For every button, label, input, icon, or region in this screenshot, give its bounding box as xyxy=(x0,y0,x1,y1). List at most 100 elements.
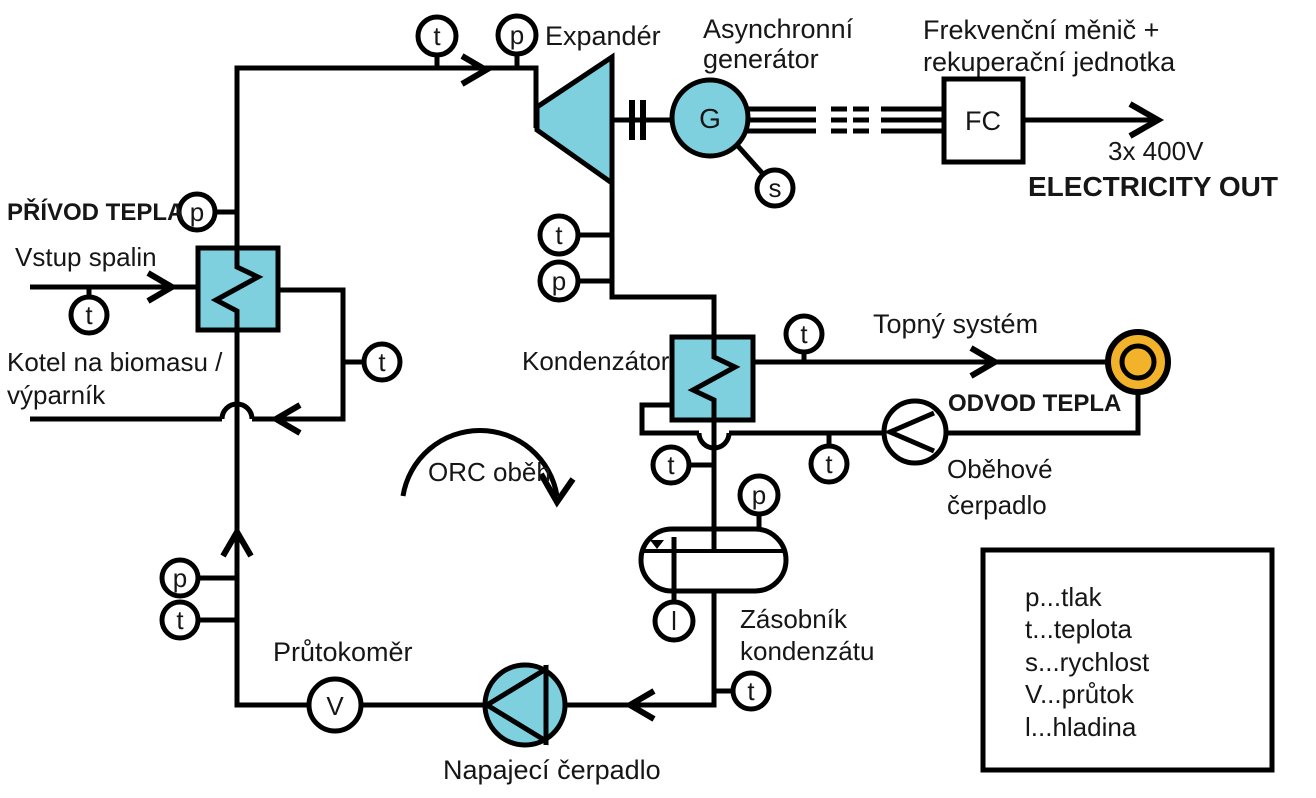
freq-converter-label-line2: rekuperační jednotka xyxy=(923,47,1176,77)
legend: p...tlak t...teplota s...rychlost V...pr… xyxy=(1025,582,1150,742)
generator: G xyxy=(669,77,751,159)
circulation-pump-label-line2: čerpadlo xyxy=(947,490,1047,520)
electricity-out-label: ELECTRICITY OUT xyxy=(1028,171,1278,202)
instrument-temperature-riser: t xyxy=(159,599,201,641)
instrument-flow-meter: V xyxy=(306,676,364,734)
instrument-pressure-heat-in: p xyxy=(176,191,218,233)
voltage-label: 3x 400V xyxy=(1108,136,1204,166)
instrument-temperature-expander-out: t xyxy=(537,213,581,257)
generator-label-line2: generátor xyxy=(703,44,819,74)
level-mark-icon xyxy=(650,540,664,549)
orc-cycle-arrow-icon xyxy=(400,427,576,508)
evaporator-coil-zigzag xyxy=(210,248,264,330)
generator-symbol: G xyxy=(699,103,721,134)
flue-gas-in-label: Vstup spalin xyxy=(15,242,157,272)
instrument-temperature-condensate: t xyxy=(650,444,692,486)
boiler-label-line1: Kotel na biomasu / xyxy=(7,347,223,377)
instrument-letter: p xyxy=(552,266,566,296)
three-phase-dashes xyxy=(831,106,869,134)
instrument-letter: t xyxy=(433,21,441,51)
pipe-evaporator-to-expander xyxy=(234,65,539,248)
generator-label-line1: Asynchronní xyxy=(703,14,854,44)
instrument-letter: V xyxy=(326,691,344,721)
frequency-converter-box: FC xyxy=(941,76,1026,165)
instrument-letter: t xyxy=(825,449,833,479)
pipe-heating-return-into-condenser xyxy=(639,402,699,436)
arrow-right-heating-icon xyxy=(969,345,1001,379)
instruments: t p p t t t p s xyxy=(68,13,850,734)
orc-cycle-label: ORC oběh xyxy=(428,457,551,487)
instrument-letter: p xyxy=(173,563,187,593)
feed-pump-label: Napajecí čerpadlo xyxy=(443,755,661,785)
instrument-pressure-expander-out: p xyxy=(537,259,581,303)
pipe-expander-to-condenser xyxy=(609,183,717,337)
heat-in-label: PŘÍVOD TEPLA xyxy=(7,198,184,226)
circulation-pump-label-line1: Oběhové xyxy=(947,454,1053,484)
arrow-right-power-out-icon xyxy=(1128,101,1165,139)
condenser-label: Kondenzátor xyxy=(522,346,670,376)
condensate-tank xyxy=(638,526,789,602)
instrument-pressure-vapor: p xyxy=(495,13,539,57)
instrument-pressure-tank: p xyxy=(737,473,781,517)
boiler-label-line2: výparník xyxy=(7,380,106,410)
instrument-letter: s xyxy=(769,173,782,203)
legend-item-pressure: p...tlak xyxy=(1025,582,1103,612)
three-phase-solid-left xyxy=(746,106,816,134)
legend-item-flow: V...průtok xyxy=(1025,679,1135,709)
instrument-temperature-flue-out: t xyxy=(361,341,403,383)
arrow-right-vapor-icon xyxy=(460,53,492,87)
legend-item-level: l...hladina xyxy=(1025,712,1137,742)
instrument-letter: t xyxy=(176,605,184,635)
tank-label-line1: Zásobník xyxy=(740,604,848,634)
speed-sensor-connector xyxy=(735,143,765,176)
pipe-tank-to-evaporator xyxy=(234,330,717,708)
legend-item-temperature: t...teplota xyxy=(1025,614,1132,644)
instrument-letter: p xyxy=(752,480,766,510)
instrument-level-tank: l xyxy=(652,599,696,643)
instrument-letter: t xyxy=(85,300,93,330)
circulation-pump-arrow xyxy=(883,410,935,454)
pipe-flue-gas-return xyxy=(252,287,346,422)
three-phase-solid-right xyxy=(881,106,944,134)
instrument-temperature-tank-out: t xyxy=(730,670,772,712)
instrument-letter: p xyxy=(510,20,524,50)
arrow-up-riser-icon xyxy=(220,526,254,558)
arrow-left-bottom-icon xyxy=(624,688,656,722)
evaporator-heat-exchanger xyxy=(195,245,281,333)
instrument-temperature-vapor: t xyxy=(415,14,459,58)
flow-arrows xyxy=(146,53,1165,722)
heat-out-label: ODVOD TEPLA xyxy=(948,390,1121,417)
instrument-letter: l xyxy=(671,606,677,636)
heating-consumer-indicator xyxy=(1105,329,1171,395)
heating-system-label: Topný systém xyxy=(873,309,1038,339)
instrument-letter: t xyxy=(800,319,808,349)
instrument-temperature-flue-in: t xyxy=(68,294,110,336)
instrument-temperature-heating-return: t xyxy=(808,443,850,485)
instrument-speed-generator: s xyxy=(754,167,796,209)
pipe-heating-return xyxy=(729,392,1141,436)
instrument-pressure-riser: p xyxy=(159,557,201,599)
arrow-left-flue-out-icon xyxy=(270,402,302,436)
shaft-coupling xyxy=(629,100,646,140)
instrument-letter: t xyxy=(747,676,755,706)
condenser-heat-exchanger xyxy=(669,334,756,423)
flow-meter-label: Průtokoměr xyxy=(273,637,413,667)
fc-box-label: FC xyxy=(965,106,1001,136)
instrument-temperature-heating-supply: t xyxy=(783,313,825,355)
arrow-right-flue-in-icon xyxy=(146,270,178,304)
feed-pump xyxy=(482,662,568,748)
condenser-coil-zigzag xyxy=(687,337,741,420)
instrument-letter: t xyxy=(555,220,563,250)
pipe-crossing-hop-right xyxy=(696,432,732,451)
pipe-crossing-hop-left xyxy=(219,401,255,420)
freq-converter-label-line1: Frekvenční měnič + xyxy=(923,15,1159,45)
legend-item-speed: s...rychlost xyxy=(1025,647,1150,677)
instrument-letter: t xyxy=(667,450,675,480)
tank-label-line2: kondenzátu xyxy=(740,636,874,666)
circulation-pump xyxy=(881,398,949,466)
expander-turbine xyxy=(534,52,615,188)
expander-label: Expandér xyxy=(545,21,661,51)
instrument-letter: t xyxy=(378,347,386,377)
instrument-letter: p xyxy=(190,197,204,227)
